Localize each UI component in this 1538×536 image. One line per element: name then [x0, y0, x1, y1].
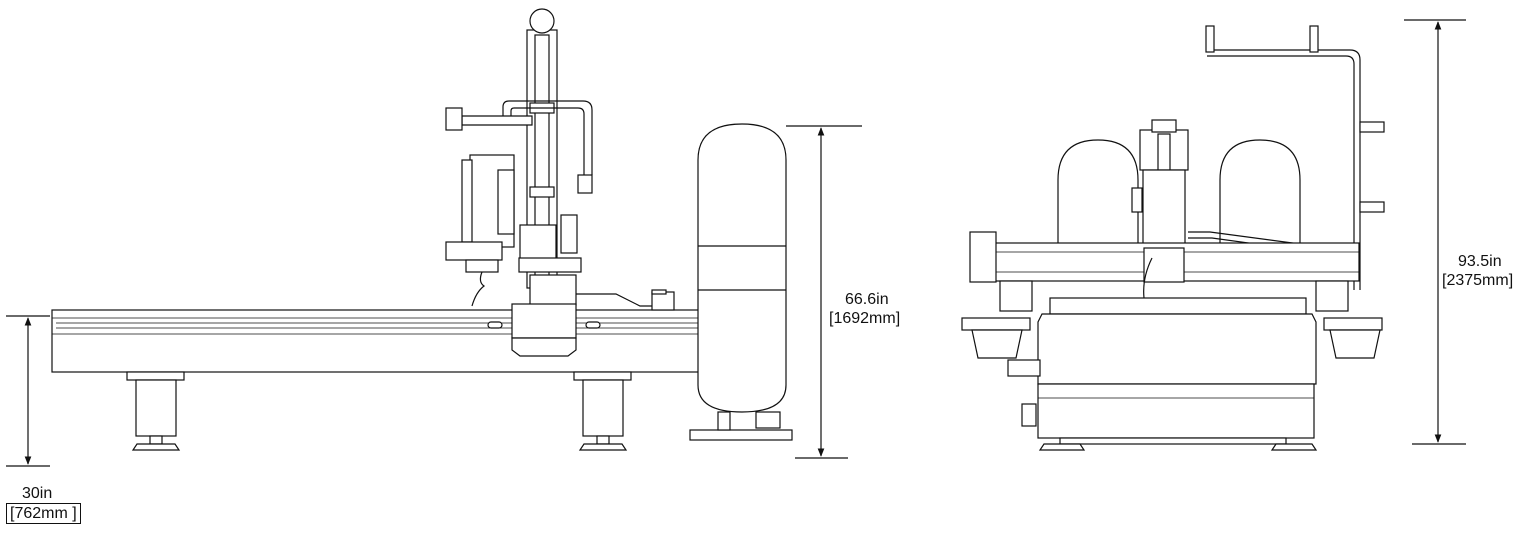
table-bed — [51, 309, 753, 373]
dim-metric-side-height: [1692mm] — [829, 310, 901, 327]
side-view — [6, 8, 862, 467]
dim-value-front-height: 93.5in — [1458, 253, 1502, 270]
dim-metric-table-height: [762mm ] — [6, 503, 81, 524]
dim-value-table-height: 30in — [22, 485, 53, 502]
dust-collector — [689, 123, 793, 441]
dim-label-table-height: 30in [762mm ] — [6, 484, 81, 524]
dim-label-side-height: 66.6in [1692mm] — [829, 290, 900, 328]
front-view — [961, 19, 1466, 451]
side-leg-right — [573, 371, 632, 451]
gantry-column — [445, 8, 675, 357]
side-leg-left — [126, 371, 185, 451]
dim-value-side-height: 66.6in — [845, 291, 889, 308]
dim-metric-front-height: [2375mm] — [1442, 272, 1514, 289]
dim-label-front-height: 93.5in [2375mm] — [1442, 252, 1513, 290]
